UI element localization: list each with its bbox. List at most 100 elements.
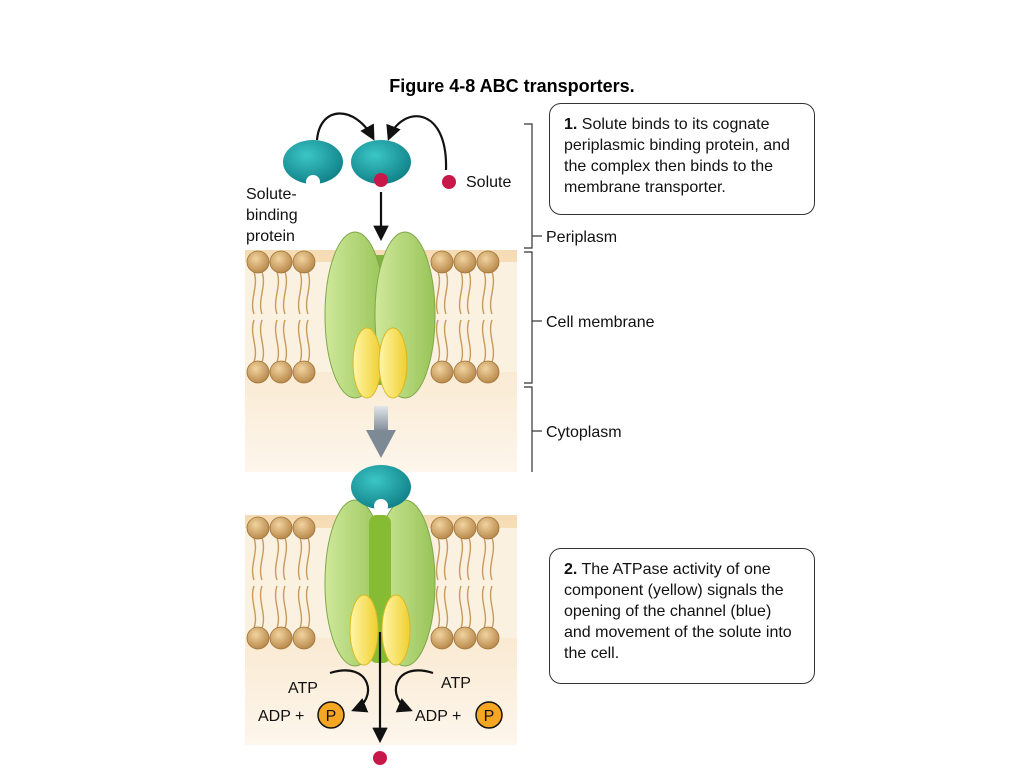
sbp-label-line3: protein xyxy=(246,228,295,245)
free-solute xyxy=(442,175,456,189)
cytoplasm-label: Cytoplasm xyxy=(546,424,622,441)
lipid-tail xyxy=(458,319,464,363)
atpase-subunits xyxy=(352,327,408,399)
phosphate-right: P xyxy=(475,701,503,729)
lipid-tail xyxy=(435,537,441,581)
lipid-tail xyxy=(489,319,495,363)
lipid-head xyxy=(246,360,270,384)
lipid-head xyxy=(430,360,454,384)
lipid-tail xyxy=(259,319,265,363)
solute-binding-protein-docked xyxy=(351,465,411,513)
lipid-tail xyxy=(466,537,472,581)
lipid-tail xyxy=(435,319,441,363)
lipid-head xyxy=(430,250,454,274)
lipid-tail xyxy=(458,585,464,629)
step-1-number: 1. xyxy=(564,116,578,133)
lipid-head xyxy=(292,516,316,540)
lipid-tail xyxy=(466,585,472,629)
periplasm-label: Periplasm xyxy=(546,229,617,246)
figure-title: Figure 4-8 ABC transporters. xyxy=(389,76,635,96)
lipid-tail xyxy=(489,585,495,629)
lipid-tail xyxy=(435,271,441,315)
membrane-transporter-closed xyxy=(324,231,436,399)
lipid-tail xyxy=(259,585,265,629)
lipid-tail xyxy=(274,585,280,629)
lipid-head xyxy=(453,360,477,384)
binding-arrow-left xyxy=(315,112,375,141)
bound-solute xyxy=(374,173,388,187)
lipid-tails-2 xyxy=(251,537,495,629)
lipid-tail xyxy=(443,585,449,629)
lipid-head xyxy=(430,516,454,540)
sbp-label-line1: Solute- xyxy=(246,186,297,203)
lipid-tail xyxy=(481,271,487,315)
lipid-tail xyxy=(481,319,487,363)
lipid-tail xyxy=(443,319,449,363)
atp-left-label: ATP xyxy=(288,680,318,697)
lipid-head xyxy=(476,250,500,274)
lipid-head xyxy=(246,516,270,540)
solute-label: Solute xyxy=(466,174,511,191)
lipid-tails xyxy=(251,271,495,363)
phosphate-left-label: P xyxy=(326,708,337,725)
solute-binding-protein-complex xyxy=(351,140,411,187)
lipid-head xyxy=(453,516,477,540)
atp-right-label: ATP xyxy=(441,675,471,692)
lipid-tail xyxy=(443,537,449,581)
lipid-head xyxy=(292,250,316,274)
lipid-head xyxy=(292,360,316,384)
lipid-tail xyxy=(274,271,280,315)
lipid-tail xyxy=(489,537,495,581)
adp-right-label: ADP + xyxy=(415,708,461,725)
lipid-tail xyxy=(274,319,280,363)
lipid-tail xyxy=(481,585,487,629)
lipid-tail xyxy=(481,537,487,581)
lipid-tail xyxy=(458,537,464,581)
lipid-tail xyxy=(489,271,495,315)
lipid-tail xyxy=(466,319,472,363)
adp-left-label: ADP + xyxy=(258,708,304,725)
lipid-head xyxy=(269,626,293,650)
step-2-number: 2. xyxy=(564,561,578,578)
transition-arrow xyxy=(366,406,396,458)
lipid-tail xyxy=(282,537,288,581)
lipid-tail xyxy=(282,585,288,629)
lipid-head xyxy=(246,626,270,650)
cell-membrane-label: Cell membrane xyxy=(546,314,655,331)
lipid-tail xyxy=(251,537,257,581)
lipid-head xyxy=(246,250,270,274)
lipid-heads-2 xyxy=(246,516,500,650)
atpase-subunits-2 xyxy=(349,594,411,666)
lipid-head xyxy=(476,626,500,650)
lipid-tail xyxy=(466,271,472,315)
lipid-tail xyxy=(305,585,311,629)
lipid-tail xyxy=(297,271,303,315)
lipid-head xyxy=(269,360,293,384)
lipid-head xyxy=(430,626,454,650)
lipid-tail xyxy=(435,585,441,629)
lipid-head xyxy=(476,360,500,384)
lipid-tail xyxy=(305,537,311,581)
lipid-heads xyxy=(246,250,500,384)
lipid-tail xyxy=(251,585,257,629)
lipid-head xyxy=(269,250,293,274)
lipid-head xyxy=(292,626,316,650)
lipid-tail xyxy=(251,319,257,363)
lipid-tail xyxy=(282,319,288,363)
lipid-tail xyxy=(259,271,265,315)
imported-solute xyxy=(373,751,387,765)
lipid-head xyxy=(476,516,500,540)
atp-hydrolysis-arrow-left xyxy=(329,669,370,713)
solute-binding-protein-free xyxy=(283,140,343,189)
lipid-head xyxy=(453,626,477,650)
step-1-caption: 1. Solute binds to its cognate periplasm… xyxy=(549,103,815,215)
lipid-head xyxy=(453,250,477,274)
lipid-tail xyxy=(274,537,280,581)
lipid-tail xyxy=(305,271,311,315)
region-brackets xyxy=(524,123,542,472)
phosphate-left: P xyxy=(317,701,345,729)
membrane-transporter-open xyxy=(324,499,436,667)
step-2-text: The ATPase activity of one component (ye… xyxy=(564,561,792,662)
lipid-head xyxy=(269,516,293,540)
